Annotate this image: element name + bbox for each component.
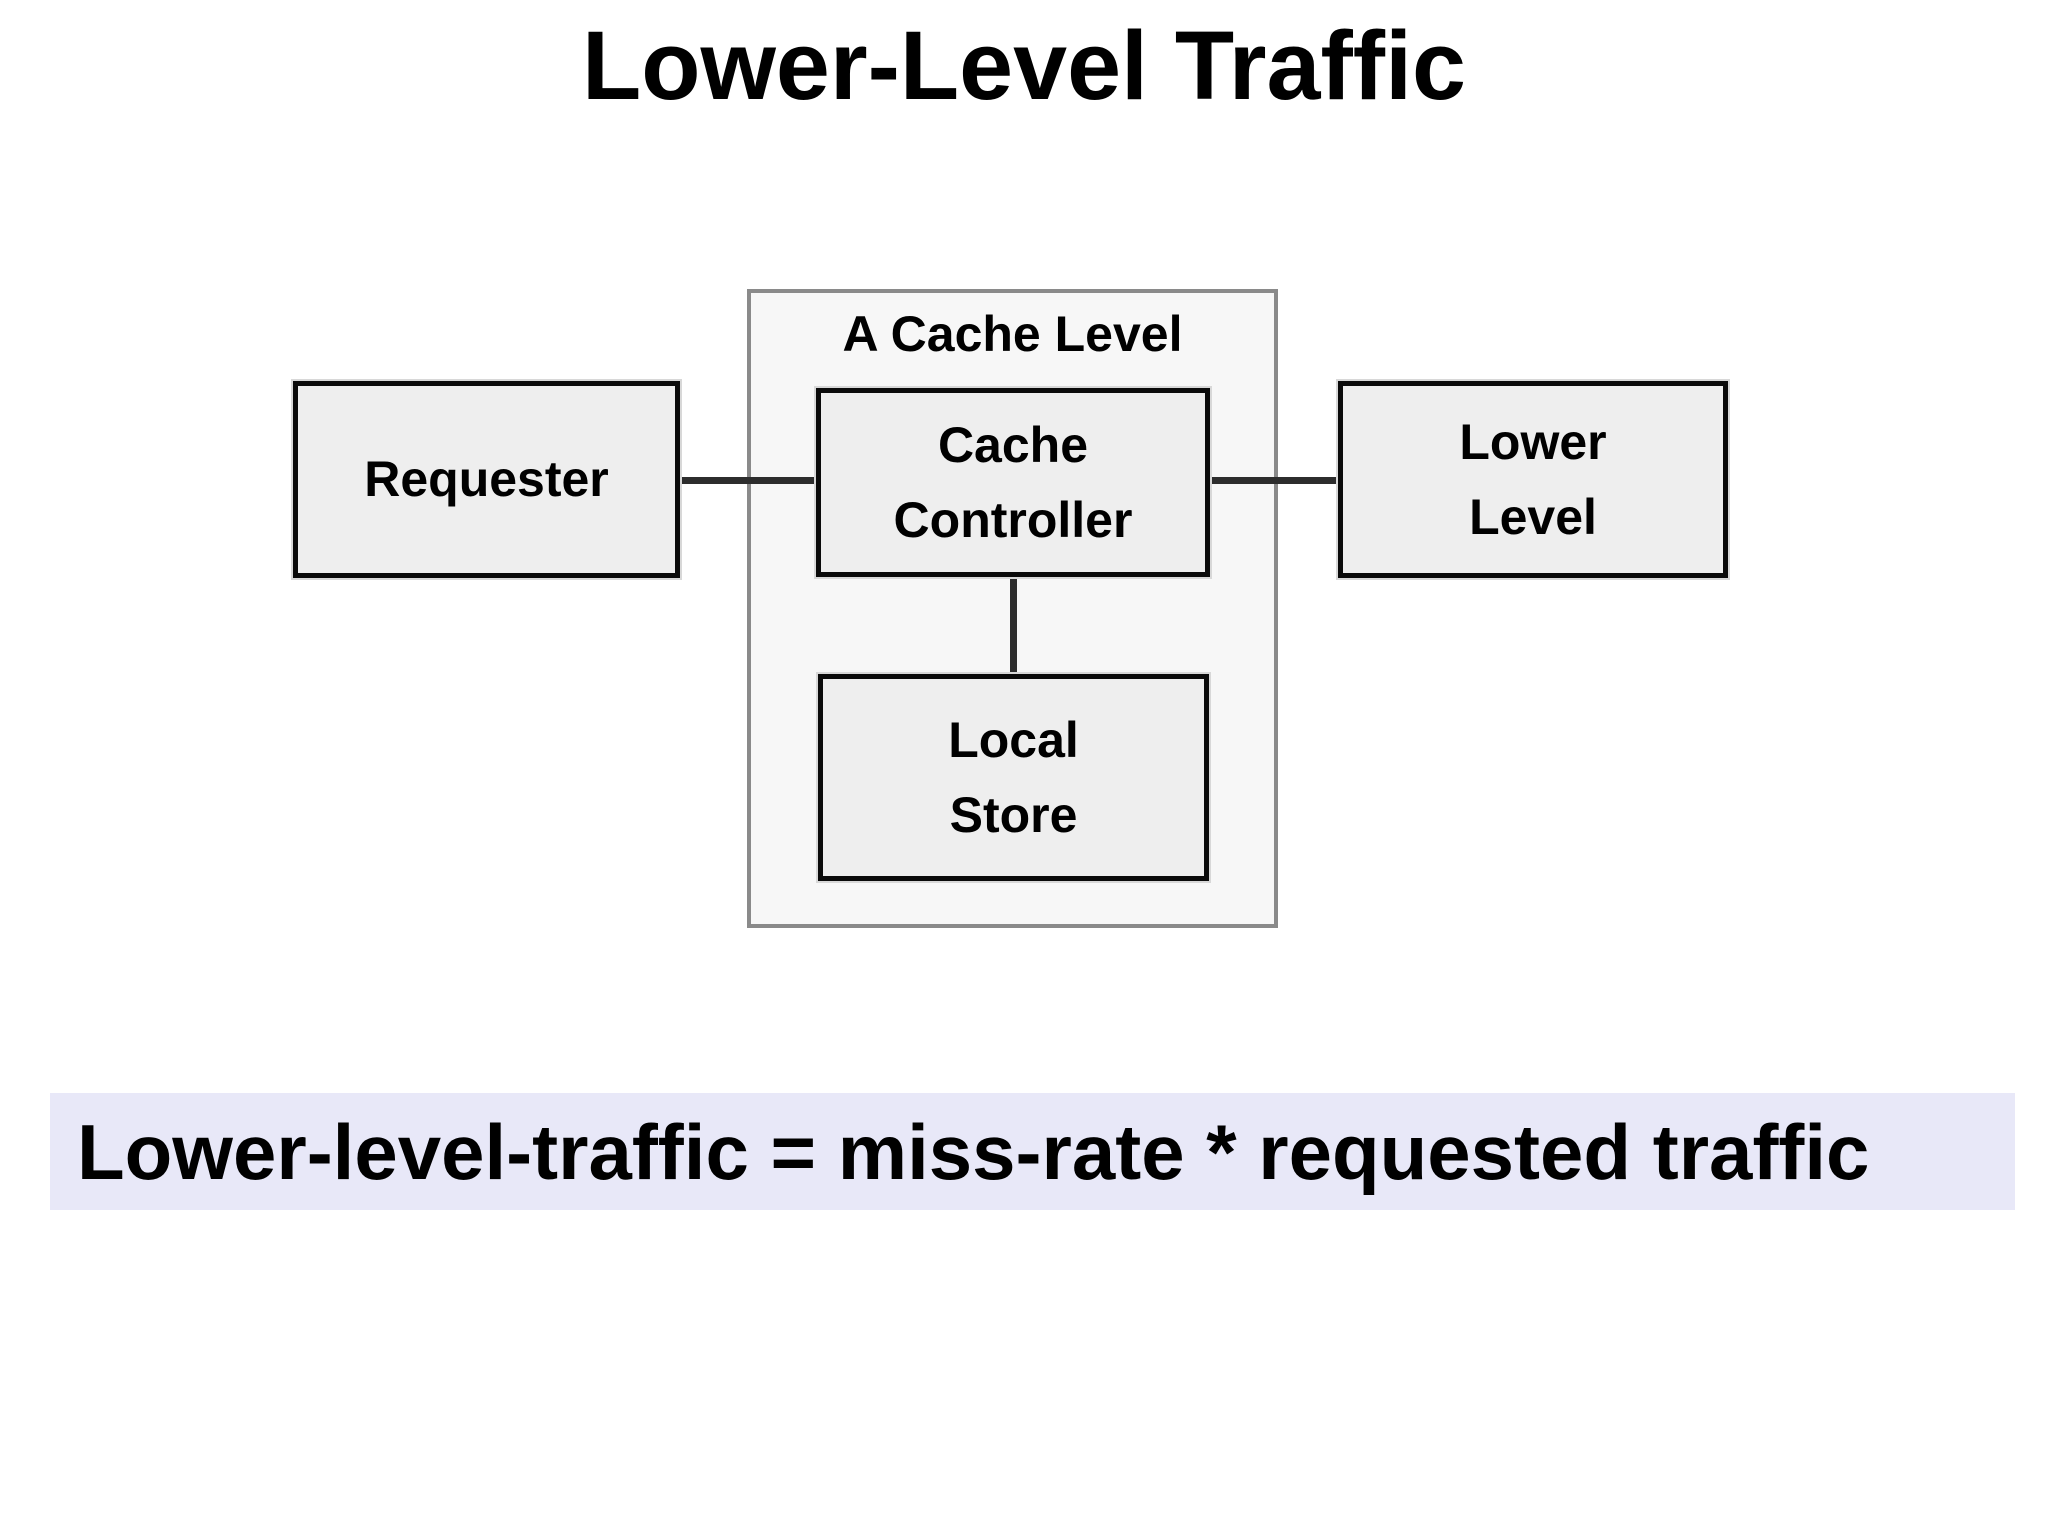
page-title: Lower-Level Traffic	[581, 11, 1467, 120]
node-lower-level: Lower Level	[1338, 381, 1728, 578]
group-label-cache-level: A Cache Level	[842, 306, 1183, 362]
node-lower-level-label-line1: Lower	[1459, 413, 1607, 470]
connector-cache-controller-to-local-store	[1010, 575, 1017, 676]
node-requester-label: Requester	[364, 451, 609, 507]
node-local-store-label-line1: Local	[948, 711, 1079, 768]
connector-cache-controller-to-lower-level	[1208, 477, 1340, 484]
node-local-store-label-line2: Store	[949, 786, 1078, 843]
formula-bar: Lower-level-traffic = miss-rate * reques…	[50, 1093, 2015, 1210]
node-cache-controller: Cache Controller	[816, 388, 1210, 577]
connector-requester-to-cache-controller	[678, 477, 818, 484]
node-cache-controller-label-line2: Controller	[893, 491, 1133, 548]
node-requester: Requester	[293, 381, 680, 578]
node-local-store: Local Store	[818, 674, 1209, 881]
node-lower-level-label-line2: Level	[1469, 488, 1597, 545]
formula-text: Lower-level-traffic = miss-rate * reques…	[77, 1107, 1870, 1196]
node-cache-controller-label-line1: Cache	[937, 416, 1089, 473]
